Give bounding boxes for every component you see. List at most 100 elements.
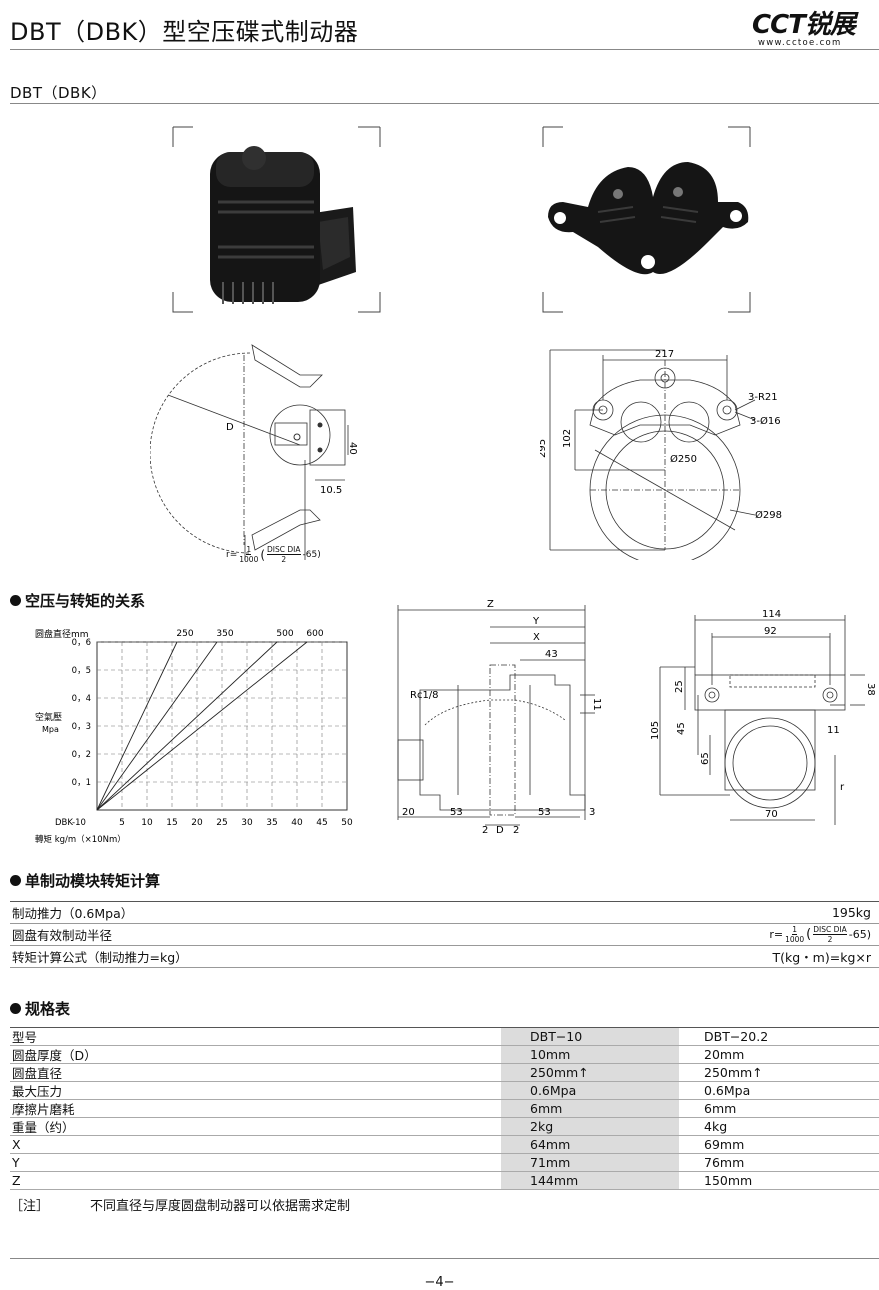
chart-y-tick-label: 0，6 [72, 638, 91, 648]
spec-value-cell: 0.6Mpa [679, 1083, 879, 1098]
spec-value-cell: 20mm [679, 1047, 879, 1062]
dim-102-label: 102 [562, 429, 573, 448]
chart-series-label: 250 [176, 629, 193, 639]
dim-38-label: 38 [865, 683, 876, 696]
formula-prefix: r= [769, 928, 783, 941]
drawing-top-view: 114 92 25 38 45 105 65 11 r 70 [650, 605, 879, 830]
chart-y-tick-label: 0，5 [72, 666, 91, 676]
dim-16-label: 3-Ø16 [750, 415, 781, 427]
chart-y-tick-label: 0，1 [72, 778, 91, 788]
chart-series-line [97, 642, 277, 810]
header-divider [10, 49, 879, 50]
spec-value-cell: 76mm [679, 1155, 879, 1170]
dim-105-label: 105 [650, 721, 661, 740]
chart-x-tick-label: 35 [266, 818, 277, 828]
spec-value-cell: DBT−20.2 [679, 1029, 879, 1044]
spec-value-cell: 144mm [501, 1172, 679, 1189]
dim-53b-label: 53 [538, 807, 551, 818]
drawing-front-view: 217 3-R21 3-Ø16 295 102 Ø250 Ø298 [540, 340, 790, 560]
chart-y-tick-label: 0，3 [72, 722, 91, 732]
torque-row-value: 195kg [832, 905, 879, 920]
footnote-text: 不同直径与厚度圆盘制动器可以依据需求定制 [90, 1199, 350, 1214]
subtitle-divider [10, 103, 879, 104]
spec-label-cell: 最大压力 [10, 1081, 501, 1100]
spec-value-cell: 250mm↑ [679, 1065, 879, 1080]
spec-value-cell: 0.6Mpa [501, 1082, 679, 1099]
spec-value-cell: 250mm↑ [501, 1064, 679, 1081]
torque-row-label: 转矩计算公式（制动推力=kg） [10, 947, 773, 966]
bullet-icon [10, 595, 21, 606]
formula-num: 1 [792, 925, 797, 935]
section-heading-torque: 单制动模块转矩计算 [10, 870, 160, 891]
dim-53a-label: 53 [450, 807, 463, 818]
spec-label-cell: X [10, 1137, 501, 1152]
chart-x-tick-label: 10 [141, 818, 153, 828]
torque-row: 制动推力（0.6Mpa） 195kg [10, 902, 879, 924]
formula-inner-num: DISC DIA [813, 925, 847, 935]
spec-value-cell: 69mm [679, 1137, 879, 1152]
dim-2b-label: 2 [513, 825, 519, 836]
dim-114-label: 114 [762, 609, 781, 620]
formula-prefix: r= [226, 550, 237, 560]
chart-x-tick-label: 40 [291, 818, 303, 828]
dim-217-label: 217 [655, 349, 674, 360]
dim-295-label: 295 [540, 439, 548, 458]
section-torque-label: 单制动模块转矩计算 [25, 872, 160, 890]
chart-y-unit: Mpa [42, 725, 59, 734]
chart-y-tick-label: 0，2 [72, 750, 91, 760]
dim-70-label: 70 [765, 809, 778, 820]
dim-92-label: 92 [764, 626, 777, 637]
formula-den: 1000 [785, 935, 804, 944]
formula-inner-den: 2 [281, 555, 286, 564]
spec-value-cell: 4kg [679, 1119, 879, 1134]
torque-row-label: 制动推力（0.6Mpa） [10, 903, 832, 922]
dim-298-label: Ø298 [755, 509, 782, 521]
dim-3-label: 3 [589, 807, 595, 818]
dim-11-label: 11 [591, 698, 602, 711]
spec-value-cell: 64mm [501, 1136, 679, 1153]
page-number: −4− [0, 1275, 879, 1290]
dim-20-label: 20 [402, 807, 415, 818]
page-title: DBT（DBK）型空压碟式制动器 [10, 12, 358, 47]
dim-43-label: 43 [545, 649, 558, 660]
chart-x-label: 轉矩 kg/m（×10Nm） [35, 834, 126, 845]
spec-value-cell: 6mm [679, 1101, 879, 1116]
spec-value-cell: 2kg [501, 1118, 679, 1135]
formula-den: 1000 [239, 555, 258, 564]
dim-40-label: 40 [347, 442, 358, 455]
chart-x-prefix: DBK-10 [55, 818, 86, 828]
chart-series-label: 500 [276, 629, 293, 639]
dim-x-label: X [533, 632, 540, 643]
chart-series-line [97, 642, 177, 810]
chart-x-tick-label: 45 [316, 818, 327, 828]
dim-r21-label: 3-R21 [748, 392, 778, 403]
dim-10-5-label: 10.5 [320, 485, 342, 496]
dim-65-label: 65 [700, 752, 711, 765]
chart-x-tick-label: 15 [166, 818, 177, 828]
logo-text: CCT锐展 [752, 4, 870, 41]
dim-y-label: Y [532, 616, 540, 627]
section-heading-spec: 规格表 [10, 998, 70, 1019]
spec-label-cell: Z [10, 1173, 501, 1188]
chart-y-tick-label: 0，4 [72, 694, 91, 704]
chart-x-tick-label: 25 [216, 818, 227, 828]
bullet-icon [10, 875, 21, 886]
drawing-side-view: D 40 10.5 [150, 335, 365, 570]
spec-label-cell: 型号 [10, 1027, 501, 1046]
spec-label-cell: Y [10, 1155, 501, 1170]
formula-num: 1 [246, 545, 251, 555]
spec-label-cell: 圆盘厚度（D） [10, 1045, 501, 1064]
